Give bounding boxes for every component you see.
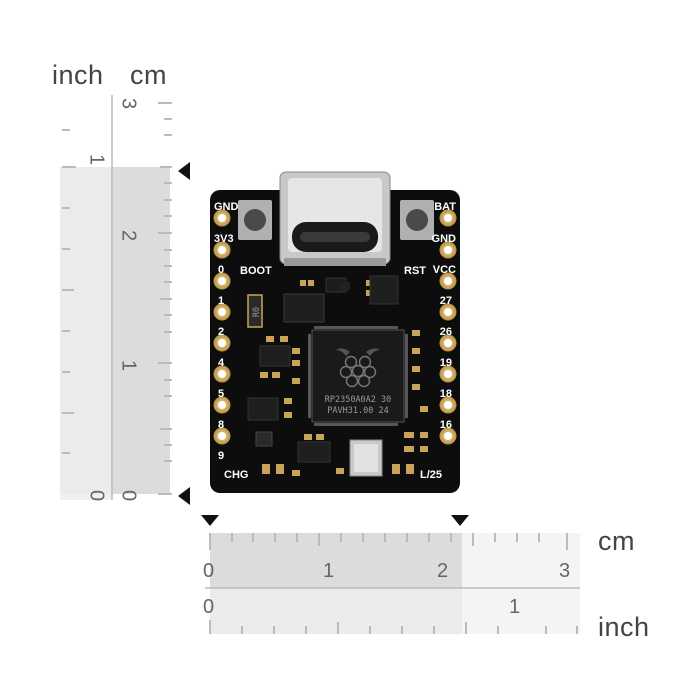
raspberry-logo-icon [336,348,380,388]
inch-unit-label-top: inch [52,60,104,90]
horizontal-ruler [205,530,585,640]
pin-label-left-2: 0 [218,264,224,276]
pin-label-right-6: 18 [440,388,452,400]
cm-unit-label-bottom: cm [598,526,635,556]
pin-label-right-5: 19 [440,357,452,369]
pin-label-right-1: GND [432,233,457,245]
resistor-label: R0 [252,307,262,317]
vertical-ruler-graphic [60,95,172,500]
h-inch-tick-1: 1 [509,596,521,618]
rst-button-label: RST [404,265,426,277]
v-cm-tick-1: 1 [117,359,140,372]
pin-label-left-0: GND [214,201,239,213]
v-cm-tick-2: 2 [117,229,140,242]
v-cm-tick-3: 3 [117,97,140,110]
right-width-marker-icon [451,515,469,527]
chip-marking-line2: PAVH31.00 24 [327,406,388,416]
pin-label-right-2: VCC [433,264,456,276]
cm-unit-label-top: cm [130,60,167,90]
h-cm-tick-2: 2 [437,560,449,582]
v-inch-tick-1: 1 [85,153,108,166]
horizontal-ruler-graphic [205,533,580,634]
pin-label-left-5: 4 [218,357,225,369]
chip-marking-line1: RP2350A0A2 30 [325,395,392,405]
boot-button-label: BOOT [240,265,272,277]
pin-label-left-8: 9 [218,450,224,462]
h-cm-tick-1: 1 [323,560,335,582]
inch-unit-label-bottom: inch [598,612,650,642]
bottom-height-marker-icon [178,487,192,505]
vertical-ruler [60,95,180,500]
left-width-marker-icon [201,515,219,527]
v-cm-tick-0: 0 [117,489,140,502]
pin-label-left-1: 3V3 [214,233,234,245]
pin-label-left-3: 1 [218,295,224,307]
chg-label: CHG [224,469,248,481]
v-inch-tick-0: 0 [85,489,108,502]
pin-label-left-6: 5 [218,388,224,400]
pcb-board-graphic: R0 RP2350A0A2 30 PAVH31.00 24 [210,171,460,493]
pin-label-right-4: 26 [440,326,452,338]
h-inch-tick-0: 0 [203,596,215,618]
h-cm-tick-3: 3 [559,560,571,582]
pin-label-right-0: BAT [434,201,456,213]
pin-label-left-7: 8 [218,419,224,431]
top-height-marker-icon [178,162,192,180]
pin-label-right-7: 16 [440,419,452,431]
led-pin-label: L/25 [420,469,442,481]
pcb-board: R0 RP2350A0A2 30 PAVH31.00 24 [208,170,462,495]
pin-label-right-3: 27 [440,295,452,307]
pin-label-left-4: 2 [218,326,224,338]
h-cm-tick-0: 0 [203,560,215,582]
